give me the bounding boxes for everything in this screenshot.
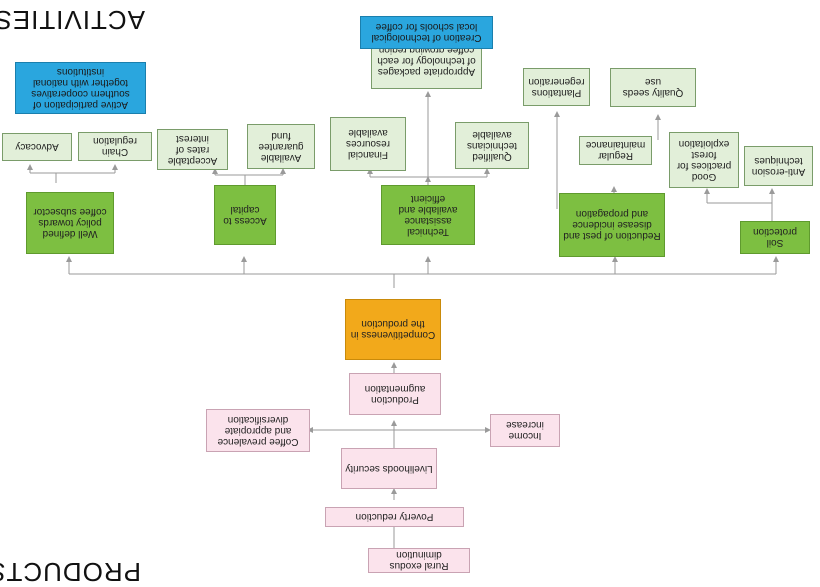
income-increase-box: Income increase xyxy=(490,414,560,447)
available-fund-box: Available guarantee fund xyxy=(247,124,315,169)
access-capital-box: Access to capital xyxy=(214,185,276,245)
plantations-regeneration-box: Plantations regeneration xyxy=(523,68,590,106)
active-participation-box: Active participation of southern coopera… xyxy=(15,62,146,114)
coffee-prevalence-box: Coffee prevalence and appropiate diversi… xyxy=(206,409,310,452)
technical-assistance-box: Technical assistance available and effic… xyxy=(381,185,475,245)
competitiveness-box: Competitiveness in the production xyxy=(345,299,441,360)
good-practices-box: Good practices for forest exploitation xyxy=(669,132,739,188)
advocacy-box: Advocacy xyxy=(2,133,72,161)
activities-heading: ACTIVITIES xyxy=(0,5,145,35)
chain-regulation-box: Chain regulation xyxy=(78,132,152,161)
poverty-reduction-box: Poverty reduction xyxy=(325,507,464,527)
livelihoods-security-box: Livelihoods security xyxy=(341,448,437,489)
pest-reduction-box: Reduction of pest and disease incidence … xyxy=(559,193,665,257)
technological-schools-box: Creation of technological local schools … xyxy=(360,16,493,49)
soil-protection-box: Soil protection xyxy=(740,221,810,254)
production-augmentation-box: Production augmentation xyxy=(349,373,441,415)
products-heading: PRODUCTS xyxy=(0,557,141,587)
acceptable-rates-box: Acceptable rates of interest xyxy=(157,129,228,170)
anti-erosion-box: Anti-erosion techniques xyxy=(744,146,813,186)
quality-seeds-box: Quality seeds use xyxy=(610,68,696,107)
policy-box: Well defined policy towards coffee subse… xyxy=(26,192,114,254)
qualified-technicians-box: Qualified technicians available xyxy=(455,122,529,169)
regular-maintenance-box: Regular maintainance xyxy=(579,136,652,165)
financial-resources-box: Financial resources available xyxy=(330,117,406,171)
rural-exodus-box: Rural exodus diminution xyxy=(368,548,470,573)
